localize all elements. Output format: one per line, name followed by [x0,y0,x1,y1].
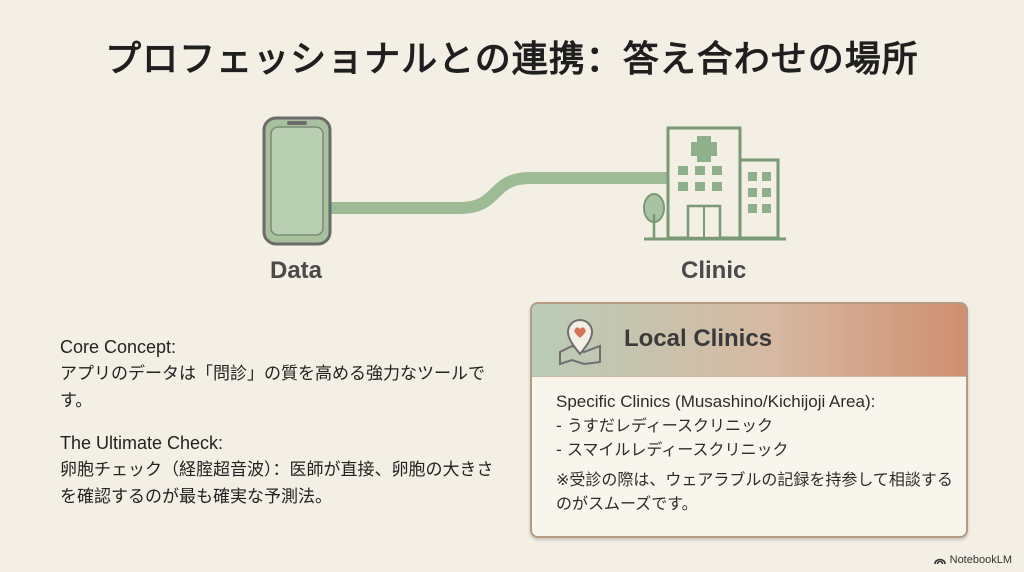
core-concept-heading: Core Concept: [60,337,177,357]
ultimate-check-section: The Ultimate Check: 卵胞チェック（経腟超音波）：医師が直接、… [60,430,500,511]
ultimate-check-heading: The Ultimate Check: [60,433,224,453]
card-header: Local Clinics [532,304,966,377]
page-title: プロフェッショナルとの連携：答え合わせの場所 [105,39,919,80]
data-label: Data [270,257,323,284]
clinic-item: - スマイルレディースクリニック [556,440,789,459]
card-title: Local Clinics [624,325,773,352]
clinic-item: - うすだレディースクリニック [556,416,773,435]
brand-watermark: NotebookLM [933,554,1012,566]
hospital-icon [643,126,786,241]
core-concept-text: アプリのデータは「問診」の質を高める強力なツールです。 [60,364,485,411]
clinic-label: Clinic [681,257,747,284]
core-concept-section: Core Concept: アプリのデータは「問診」の質を高める強力なツールです… [60,334,500,415]
ultimate-check-text: 卵胞チェック（経腟超音波）：医師が直接、卵胞の大きさを確認するのが最も確実な予測… [60,460,494,507]
notebooklm-logo-icon [933,558,946,565]
map-pin-heart-icon [559,319,601,366]
card-subtitle: Specific Clinics (Musashino/Kichijoji Ar… [556,392,876,411]
local-clinics-card: Local Clinics Specific Clinics (Musashin… [530,302,968,538]
data-clinic-diagram [262,116,786,246]
brand-label: NotebookLM [949,554,1012,566]
smartphone-icon [262,116,332,246]
connection-line [324,172,674,214]
card-note: ※受診の際は、ウェアラブルの記録を持参して相談するのがスムーズです。 [556,470,953,513]
